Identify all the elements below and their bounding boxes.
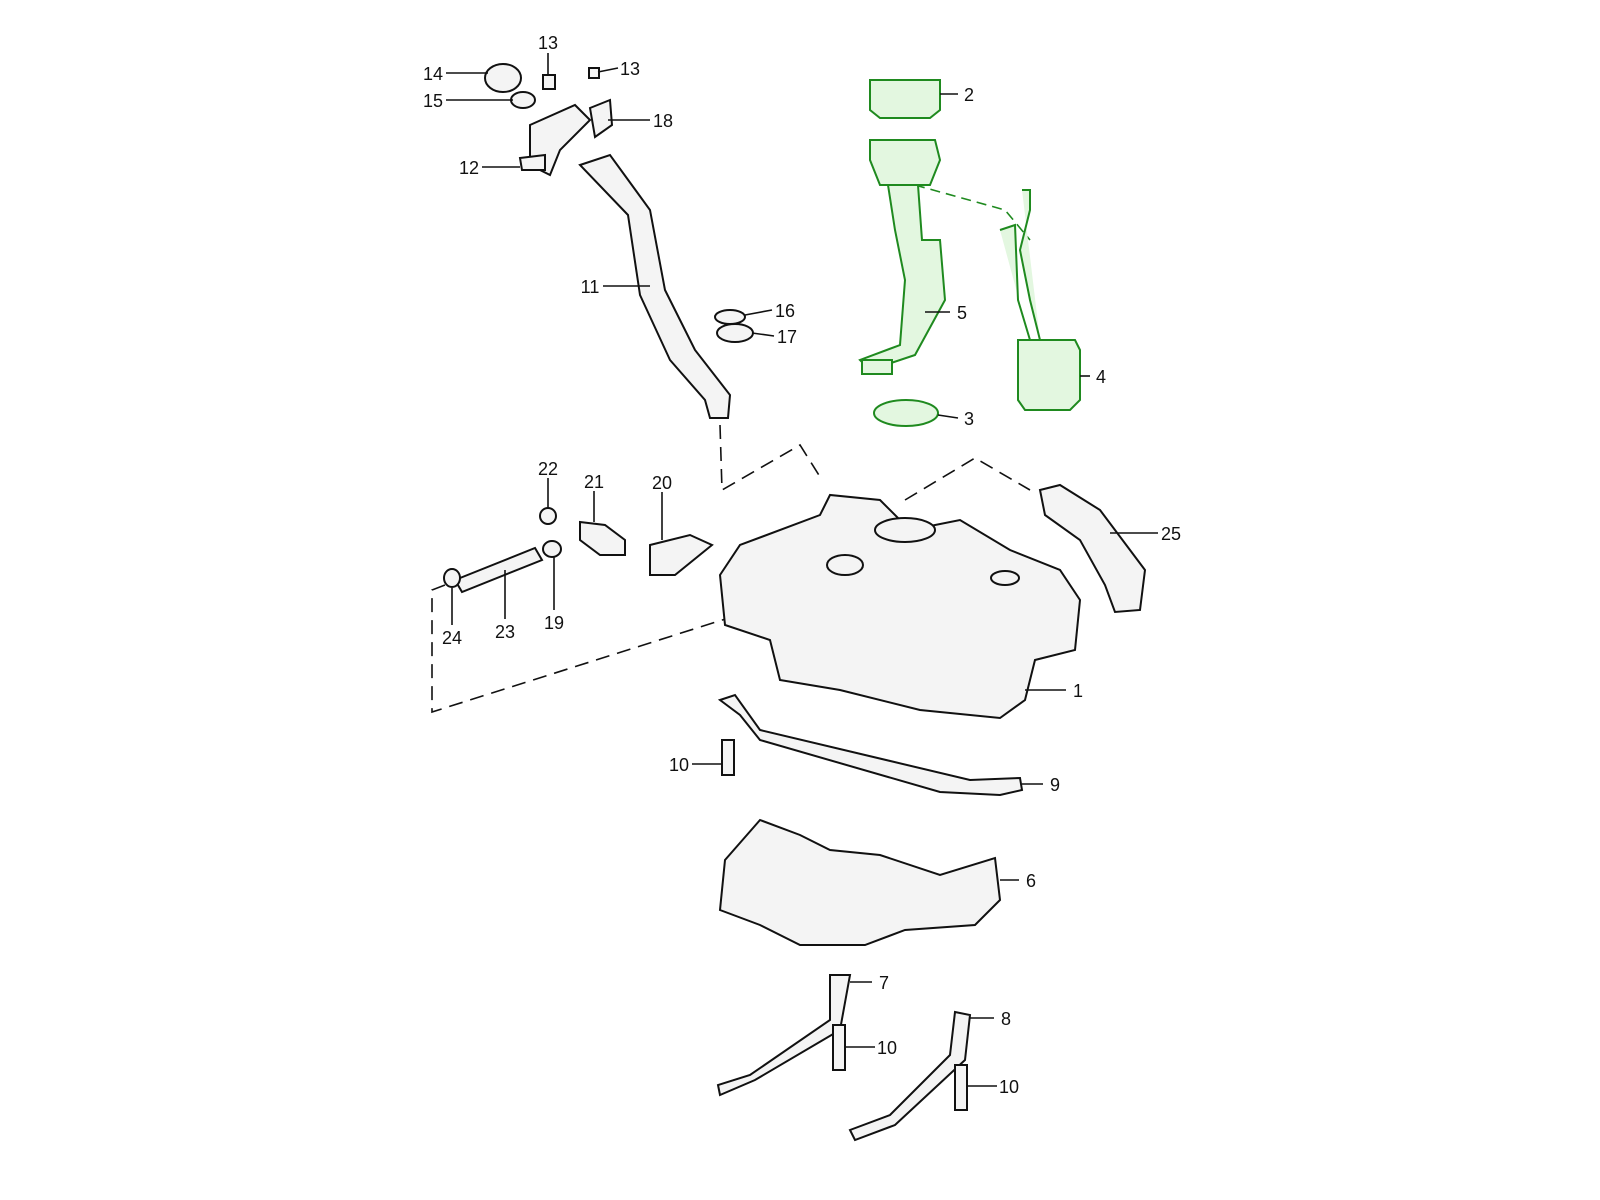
- part-6-underbody-shield: [718, 818, 1002, 946]
- label-23: 23: [495, 622, 515, 642]
- label-22: 22: [538, 459, 558, 479]
- part-4-hose: [999, 223, 1031, 341]
- label-10: 10: [999, 1077, 1019, 1097]
- filler-cap-assembly: [484, 63, 614, 177]
- part-16-seal: [714, 309, 746, 325]
- part-12-valve: [518, 153, 546, 171]
- part-15-seal: [510, 91, 536, 109]
- label-20: 20: [652, 473, 672, 493]
- assembly-line-hose: [431, 569, 881, 714]
- part-10-bolt: [721, 739, 735, 776]
- part-22-clamp: [539, 507, 557, 525]
- assembly-line-filler: [719, 424, 823, 492]
- part-13-screw: [542, 74, 556, 90]
- label-2: 2: [964, 85, 974, 105]
- part-23-hose: [453, 546, 544, 594]
- label-16: 16: [775, 301, 795, 321]
- part-5-float: [861, 359, 893, 375]
- part-17-grommet: [716, 323, 754, 343]
- assembly-line-pump: [914, 184, 1031, 241]
- label-21: 21: [584, 472, 604, 492]
- part-19-clamp: [542, 540, 562, 558]
- label-3: 3: [964, 409, 974, 429]
- label-17: 17: [777, 327, 797, 347]
- part-18-clip: [588, 98, 614, 139]
- part-13-screw-b: [588, 67, 600, 79]
- fuel-pump-group: [858, 79, 1081, 427]
- label-7: 7: [879, 973, 889, 993]
- part-24-clamp: [443, 568, 461, 588]
- label-12: 12: [459, 158, 479, 178]
- label-5: 5: [957, 303, 967, 323]
- part-25-vent-hose: [1038, 483, 1147, 614]
- assembly-line-vent: [904, 457, 1031, 501]
- label-10: 10: [877, 1038, 897, 1058]
- part-labels: 13 13 14 15 18 12 2 11 16 17 5 4 3 22 21…: [423, 33, 1181, 1097]
- part-9-strap: [717, 693, 1024, 797]
- label-13: 13: [620, 59, 640, 79]
- label-1: 1: [1073, 681, 1083, 701]
- part-10-bolt-b: [832, 1024, 846, 1071]
- label-9: 9: [1050, 775, 1060, 795]
- part-1-fuel-tank: [718, 483, 1147, 720]
- vent-valve-group: [443, 507, 714, 594]
- label-4: 4: [1096, 367, 1106, 387]
- part-8-strap: [848, 1010, 972, 1142]
- label-6: 6: [1026, 871, 1036, 891]
- part-21-valve: [579, 520, 626, 556]
- part-7-strap: [716, 974, 852, 1097]
- label-15: 15: [423, 91, 443, 111]
- leader-lines: [446, 53, 1158, 1087]
- part-5-sender-flange: [869, 139, 942, 186]
- label-14: 14: [423, 64, 443, 84]
- label-11: 11: [581, 277, 600, 297]
- part-4-wiring: [1018, 189, 1041, 341]
- label-13: 13: [538, 33, 558, 53]
- part-11-filler-pipe: [578, 153, 732, 419]
- label-25: 25: [1161, 524, 1181, 544]
- part-4-fuel-pump: [1017, 339, 1081, 411]
- label-8: 8: [1001, 1009, 1011, 1029]
- label-10: 10: [669, 755, 689, 775]
- part-3-seal-ring: [873, 399, 939, 427]
- label-18: 18: [653, 111, 673, 131]
- label-19: 19: [544, 613, 564, 633]
- part-14-cap: [484, 63, 522, 93]
- part-2-lock-ring: [869, 79, 941, 119]
- part-10-bolt-c: [954, 1064, 968, 1111]
- label-24: 24: [442, 628, 462, 648]
- part-5-sender-arm: [858, 184, 947, 372]
- part-20-bracket: [649, 533, 714, 576]
